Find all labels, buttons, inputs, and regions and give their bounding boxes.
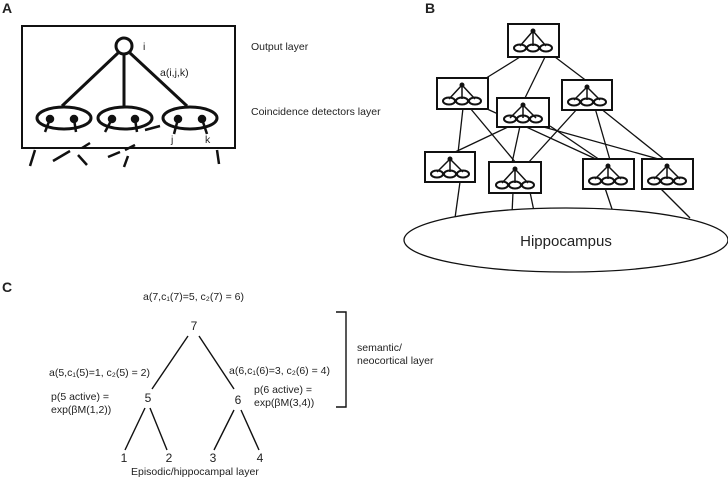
top-formula: a(7,c₁(7)=5, c₂(7) = 6) — [143, 291, 244, 303]
output-neuron-label: i — [143, 41, 145, 53]
edge-5-2 — [149, 407, 168, 451]
connection-right — [128, 51, 189, 108]
panel-c-tree: a(7,c₁(7)=5, c₂(7) = 6) 7 a(5,c₁(5)=1, c… — [49, 291, 434, 478]
edge-7-5 — [151, 335, 189, 390]
connection-label: a(i,j,k) — [160, 67, 189, 79]
coincidence-layer-label: Coincidence detectors layer — [251, 106, 381, 118]
coincidence-detector-left — [35, 105, 93, 131]
cortical-module — [496, 97, 550, 128]
cortical-module — [561, 79, 613, 111]
tree-node-1: 1 — [121, 451, 128, 465]
cortical-module — [436, 77, 489, 110]
hippocampus-ellipse — [403, 207, 728, 273]
tree-node-7: 7 — [191, 319, 198, 333]
right-formula: a(6,c₁(6)=3, c₂(6) = 4) — [229, 365, 330, 377]
cortical-module — [424, 151, 476, 183]
tree-node-5: 5 — [145, 391, 152, 405]
output-neuron — [114, 36, 134, 56]
panel-a-network: i a(i,j,k) j k — [21, 25, 236, 168]
p6-line1: p(6 active) = — [254, 384, 312, 396]
tree-node-3: 3 — [210, 451, 217, 465]
panel-a-label: A — [2, 0, 12, 16]
edge-5-1 — [124, 407, 146, 451]
input-fibers — [28, 124, 221, 168]
edge-7-6 — [198, 335, 235, 390]
cortical-module — [507, 23, 560, 58]
episodic-layer-label: Episodic/hippocampal layer — [131, 466, 259, 478]
edge-6-3 — [213, 409, 235, 451]
tree-node-2: 2 — [166, 451, 173, 465]
connection-left — [60, 51, 120, 108]
panel-c-label: C — [2, 279, 12, 295]
cortical-module — [488, 161, 542, 194]
panel-b-network: Hippocampus — [403, 23, 728, 273]
tree-node-6: 6 — [235, 393, 242, 407]
semantic-label-line2: neocortical layer — [357, 355, 434, 367]
p5-line2: exp(βM(1,2)) — [51, 404, 111, 416]
cortical-module — [582, 158, 635, 190]
left-formula: a(5,c₁(5)=1, c₂(5) = 2) — [49, 367, 150, 379]
input-label-k: k — [205, 134, 211, 146]
output-layer-label: Output layer — [251, 41, 309, 53]
edge-6-4 — [240, 409, 260, 451]
p5-line1: p(5 active) = — [51, 391, 109, 403]
coincidence-detector-right — [161, 105, 219, 131]
panel-b-label: B — [425, 0, 435, 16]
hippocampus-label: Hippocampus — [520, 233, 612, 250]
semantic-label-line1: semantic/ — [357, 342, 402, 354]
semantic-bracket — [336, 311, 347, 408]
cortical-module — [641, 158, 694, 190]
tree-node-4: 4 — [257, 451, 264, 465]
input-synapses — [43, 114, 209, 135]
input-label-j: j — [170, 134, 173, 146]
coincidence-detector-middle — [96, 105, 154, 131]
p6-line2: exp(βM(3,4)) — [254, 397, 314, 409]
